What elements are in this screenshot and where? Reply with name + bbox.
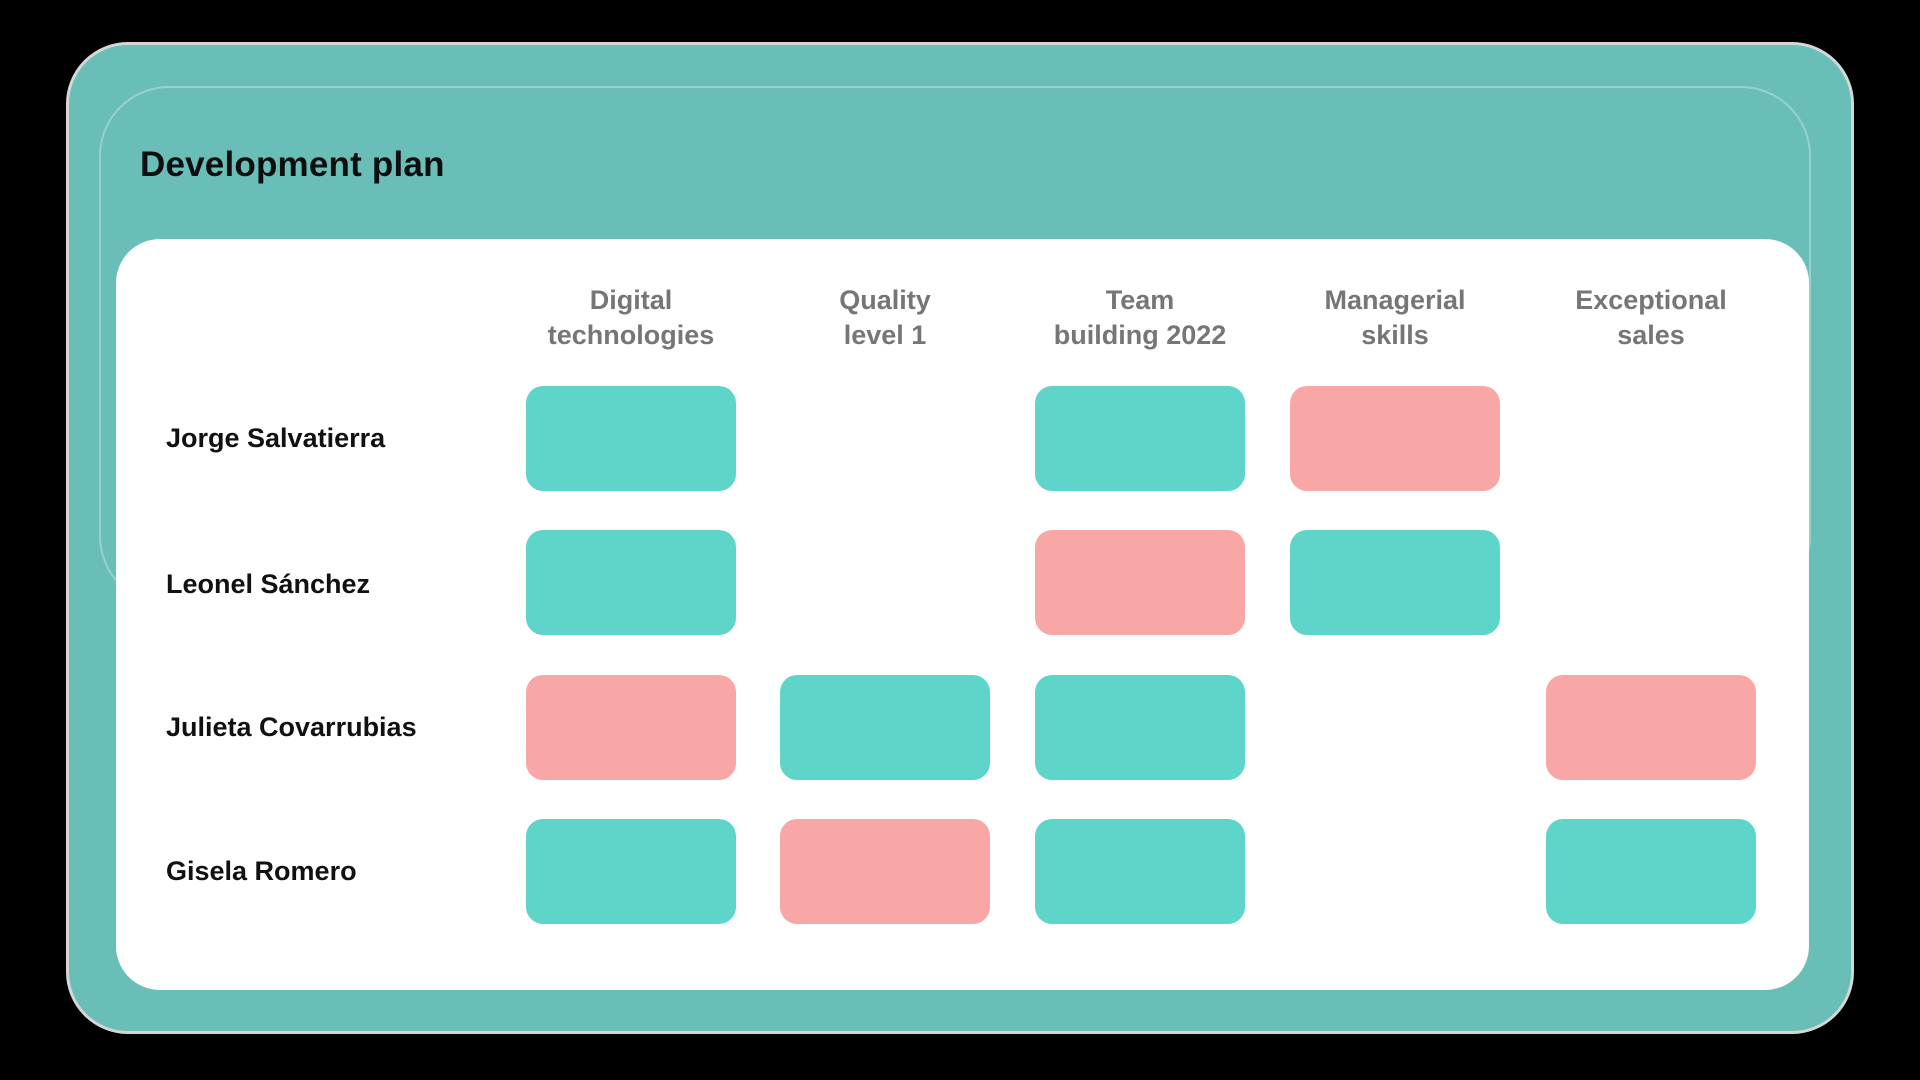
status-cell-gisela-romero-team-building-2022-completed xyxy=(1035,819,1245,924)
column-header-managerial-skills: Managerial skills xyxy=(1255,283,1535,353)
column-header-line: technologies xyxy=(547,320,715,350)
development-plan-card: Development plan Digital technologies Qual… xyxy=(66,42,1854,1034)
column-header-team-building-2022: Team building 2022 xyxy=(1000,283,1280,353)
status-cell-leonel-sanchez-team-building-2022-needs-attention xyxy=(1035,530,1245,635)
column-header-line: Digital xyxy=(589,285,673,315)
column-header-line: sales xyxy=(1617,320,1685,350)
column-header-line: building 2022 xyxy=(1053,320,1227,350)
status-cell-leonel-sanchez-managerial-skills-completed xyxy=(1290,530,1500,635)
column-header-quality-level-1: Quality level 1 xyxy=(745,283,1025,353)
status-cell-gisela-romero-quality-level-1-needs-attention xyxy=(780,819,990,924)
column-header-line: Managerial xyxy=(1324,285,1466,315)
status-cell-leonel-sanchez-digital-technologies-completed xyxy=(526,530,736,635)
column-header-line: Quality xyxy=(839,285,931,315)
column-header-line: skills xyxy=(1361,320,1429,350)
status-cell-julieta-covarrubias-exceptional-sales-needs-attention xyxy=(1546,675,1756,780)
row-label-jorge-salvatierra: Jorge Salvatierra xyxy=(166,423,386,453)
status-cell-jorge-salvatierra-digital-technologies-completed xyxy=(526,386,736,491)
column-header-digital-technologies: Digital technologies xyxy=(491,283,771,353)
column-header-line: Exceptional xyxy=(1575,285,1727,315)
status-cell-gisela-romero-exceptional-sales-completed xyxy=(1546,819,1756,924)
status-cell-jorge-salvatierra-team-building-2022-completed xyxy=(1035,386,1245,491)
status-cell-julieta-covarrubias-quality-level-1-completed xyxy=(780,675,990,780)
column-header-line: Team xyxy=(1105,285,1175,315)
row-label-julieta-covarrubias: Julieta Covarrubias xyxy=(166,712,417,742)
status-cell-jorge-salvatierra-managerial-skills-needs-attention xyxy=(1290,386,1500,491)
table-panel: Digital technologies Quality level 1 Team bui… xyxy=(116,239,1809,990)
row-label-leonel-sanchez: Leonel Sánchez xyxy=(166,569,371,599)
status-cell-julieta-covarrubias-digital-technologies-needs-attention xyxy=(526,675,736,780)
column-header-line: level 1 xyxy=(843,320,927,350)
column-header-exceptional-sales: Exceptional sales xyxy=(1511,283,1791,353)
status-cell-julieta-covarrubias-team-building-2022-completed xyxy=(1035,675,1245,780)
status-cell-gisela-romero-digital-technologies-completed xyxy=(526,819,736,924)
card-title: Development plan xyxy=(140,145,445,184)
row-label-gisela-romero: Gisela Romero xyxy=(166,856,357,886)
